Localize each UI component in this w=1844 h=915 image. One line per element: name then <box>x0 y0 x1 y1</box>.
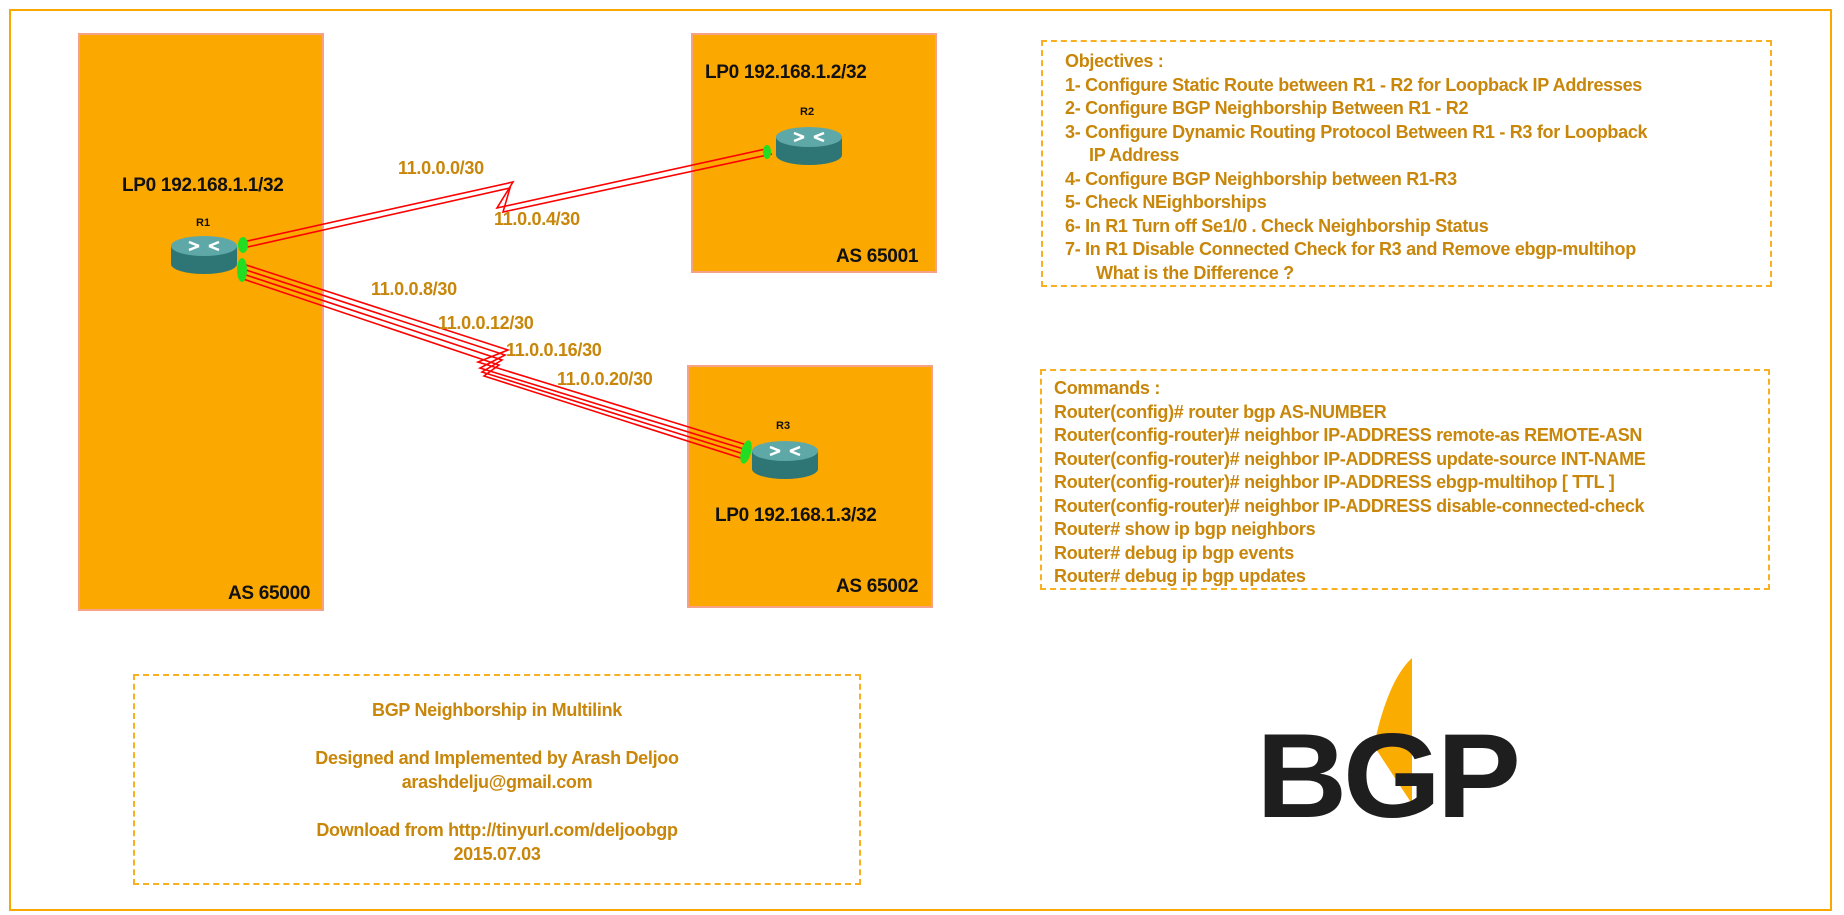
bgp-logo-text: BGP <box>1256 709 1521 843</box>
as-65001-label: AS 65001 <box>836 246 919 267</box>
as-65002-box <box>687 365 933 608</box>
credits-author: Designed and Implemented by Arash Deljoo <box>315 748 679 768</box>
link-r1-r2-b <box>242 153 773 249</box>
link-label: 11.0.0.16/30 <box>506 340 602 360</box>
as-65002-label: AS 65002 <box>836 576 919 597</box>
command-item: Router# debug ip bgp updates <box>1054 566 1306 586</box>
port-r3 <box>740 440 752 464</box>
objective-item: 6- In R1 Turn off Se1/0 . Check Neighbor… <box>1065 215 1489 236</box>
link-r1-r2-a <box>242 147 771 243</box>
objective-item: 4- Configure BGP Neighborship between R1… <box>1065 168 1457 189</box>
credits-box: BGP Neighborship in Multilink Designed a… <box>133 674 861 885</box>
port-r1-2 <box>237 258 247 282</box>
command-item: Router(config)# router bgp AS-NUMBER <box>1054 401 1387 422</box>
link-label: 11.0.0.12/30 <box>438 313 534 333</box>
credits-date: 2015.07.03 <box>453 844 541 864</box>
router-r1-label: R1 <box>196 217 211 229</box>
command-item: Router# debug ip bgp events <box>1054 542 1294 563</box>
commands-box: Commands : Router(config)# router bgp AS… <box>1040 369 1770 590</box>
objectives-box: Objectives : 1- Configure Static Route b… <box>1041 40 1772 287</box>
objective-item: IP Address <box>1089 145 1180 165</box>
objective-item: What is the Difference ? <box>1096 262 1294 283</box>
link-label: 11.0.0.0/30 <box>398 158 484 178</box>
command-item: Router(config-router)# neighbor IP-ADDRE… <box>1054 425 1643 445</box>
link-r1-r3-b <box>242 268 748 451</box>
commands-title: Commands : <box>1054 378 1161 398</box>
objective-item: 1- Configure Static Route between R1 - R… <box>1065 74 1643 95</box>
link-r1-r3-c <box>242 273 748 456</box>
router-r3-label: R3 <box>776 420 791 432</box>
as-65000-box <box>78 33 324 611</box>
objectives-title: Objectives : <box>1065 51 1164 71</box>
credits-download[interactable]: Download from http://tinyurl.com/deljoob… <box>316 820 678 840</box>
link-label: 11.0.0.8/30 <box>371 279 457 299</box>
credits-email[interactable]: arashdelju@gmail.com <box>401 772 593 792</box>
objective-item: 7- In R1 Disable Connected Check for R3 … <box>1065 239 1636 259</box>
r3-loopback-label: LP0 192.168.1.3/32 <box>715 505 877 526</box>
objective-item: 2- Configure BGP Neighborship Between R1… <box>1065 98 1469 118</box>
credits-title: BGP Neighborship in Multilink <box>372 700 622 720</box>
objective-item: 3- Configure Dynamic Routing Protocol Be… <box>1065 121 1648 142</box>
command-item: Router# show ip bgp neighbors <box>1054 519 1316 539</box>
objective-item: 5- Check NEighborships <box>1065 192 1267 212</box>
port-r1-1 <box>238 237 248 253</box>
link-label: 11.0.0.4/30 <box>494 209 580 229</box>
link-r1-r3-d <box>242 278 748 461</box>
bgp-logo-flame-icon <box>1374 658 1412 804</box>
link-label: 11.0.0.20/30 <box>557 369 653 389</box>
as-65000-label: AS 65000 <box>228 583 311 604</box>
bgp-logo: BGP <box>1256 656 1521 836</box>
router-r1-icon <box>169 234 239 276</box>
command-item: Router(config-router)# neighbor IP-ADDRE… <box>1054 495 1645 516</box>
link-r1-r3-a <box>242 263 748 446</box>
r2-loopback-label: LP0 192.168.1.2/32 <box>705 62 867 83</box>
router-r2-icon <box>774 125 844 167</box>
router-r3-icon <box>750 439 820 481</box>
r1-loopback-label: LP0 192.168.1.1/32 <box>122 175 284 196</box>
canvas-frame <box>9 9 1832 911</box>
router-r2-label: R2 <box>800 106 815 118</box>
command-item: Router(config-router)# neighbor IP-ADDRE… <box>1054 448 1646 469</box>
port-r2 <box>763 145 771 159</box>
command-item: Router(config-router)# neighbor IP-ADDRE… <box>1054 472 1615 492</box>
